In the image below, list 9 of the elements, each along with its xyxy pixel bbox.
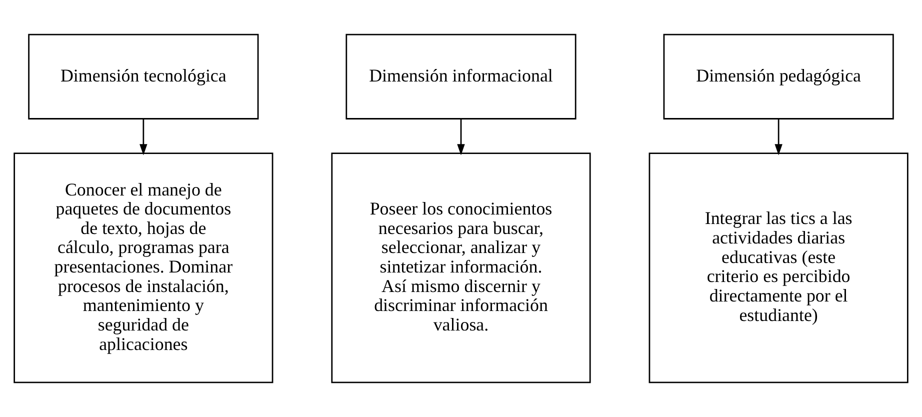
node-box: Integrar las tics a las actividades diarias educativas (este criterio es percibido directamente por el estudiante) bbox=[648, 152, 908, 384]
node-box: Poseer los conocimientos necesarios para buscar, seleccionar, analizar y sintetizar información. Así mismo discernir y discriminar información valiosa. bbox=[331, 152, 591, 384]
node-box: Conocer el manejo de paquetes de documentos de texto, hojas de cálculo, programas para presentaciones. Dominar procesos de instalación, mantenimiento y seguridad de aplicaciones bbox=[14, 152, 274, 384]
node-box: Dimensión pedagógica bbox=[663, 34, 894, 120]
arrow bbox=[140, 118, 148, 156]
node-box: Dimensión tecnológica bbox=[28, 34, 259, 120]
arrow bbox=[457, 118, 465, 156]
arrow bbox=[774, 118, 782, 156]
node-box: Dimensión informacional bbox=[346, 34, 576, 120]
